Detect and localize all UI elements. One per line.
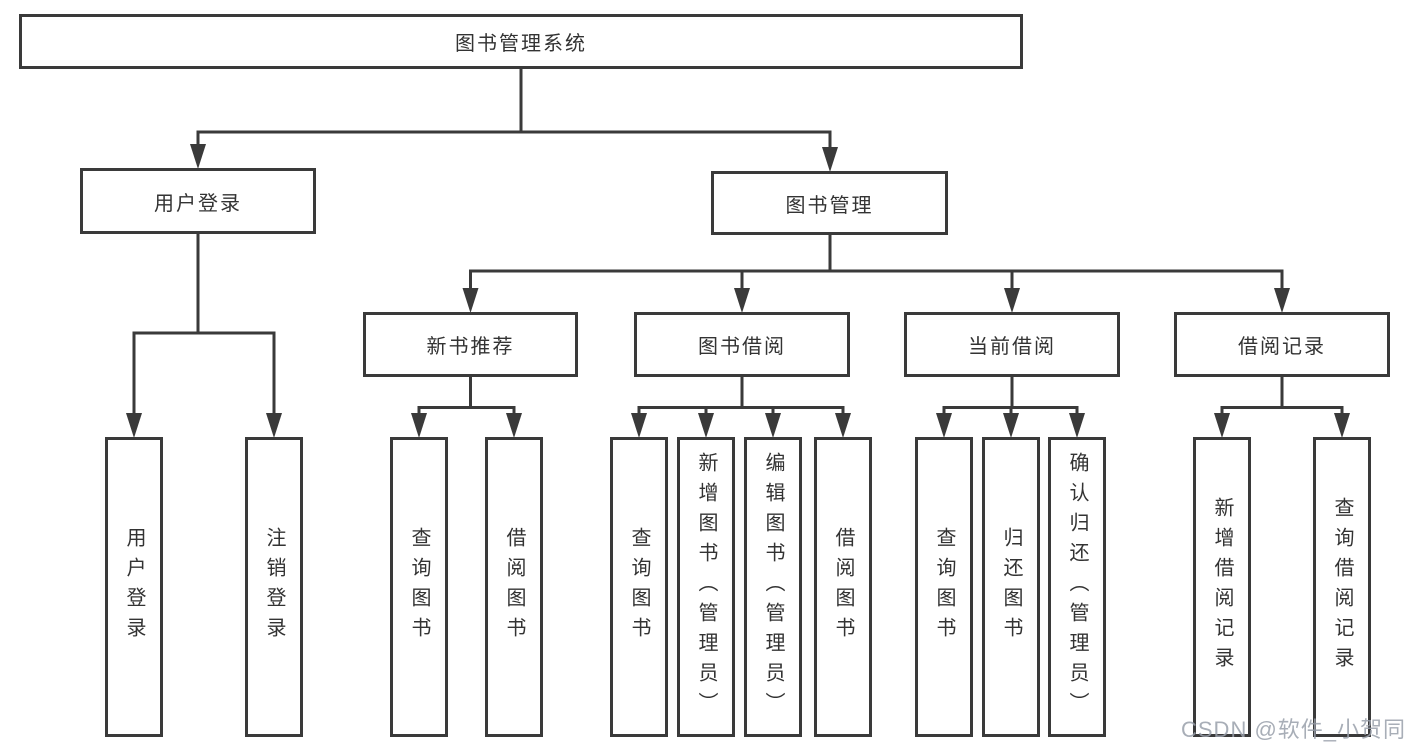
- leaf-current-return-books: 归还图书: [982, 437, 1040, 737]
- leaf-borrowing-borrow-books: 借阅图书: [814, 437, 872, 737]
- node-current-borrowing: 当前借阅: [904, 312, 1120, 377]
- connector-new-book-recommend: [417, 377, 516, 422]
- node-book-management: 图书管理: [711, 171, 948, 235]
- node-new-book-recommend: 新书推荐: [363, 312, 578, 377]
- connector-book-borrowing: [637, 377, 845, 422]
- leaf-newbooks-borrow-books: 借阅图书: [485, 437, 543, 737]
- leaf-logout: 注销登录: [245, 437, 303, 737]
- node-user-login: 用户登录: [80, 168, 316, 234]
- leaf-borrowing-edit-books-admin: 编辑图书（管理员）: [744, 437, 802, 737]
- node-root: 图书管理系统: [19, 14, 1023, 69]
- leaf-current-query-books: 查询图书: [915, 437, 973, 737]
- node-book-borrowing: 图书借阅: [634, 312, 850, 377]
- leaf-records-query-record: 查询借阅记录: [1313, 437, 1371, 737]
- leaf-records-add-record: 新增借阅记录: [1193, 437, 1251, 737]
- leaf-user-login: 用户登录: [105, 437, 163, 737]
- node-borrowing-records: 借阅记录: [1174, 312, 1390, 377]
- leaf-borrowing-add-books-admin: 新增图书（管理员）: [677, 437, 735, 737]
- connector-book-management: [469, 235, 1284, 296]
- leaf-newbooks-query-books: 查询图书: [390, 437, 448, 737]
- connector-user-login: [132, 234, 276, 422]
- arrowheads: [126, 144, 1350, 438]
- leaf-borrowing-query-books: 查询图书: [610, 437, 668, 737]
- connector-root: [196, 69, 832, 157]
- watermark: CSDN @软件_小贺同学: [1181, 717, 1405, 742]
- connector-borrowing-records: [1220, 377, 1344, 422]
- leaf-current-confirm-return-admin: 确认归还（管理员）: [1048, 437, 1106, 737]
